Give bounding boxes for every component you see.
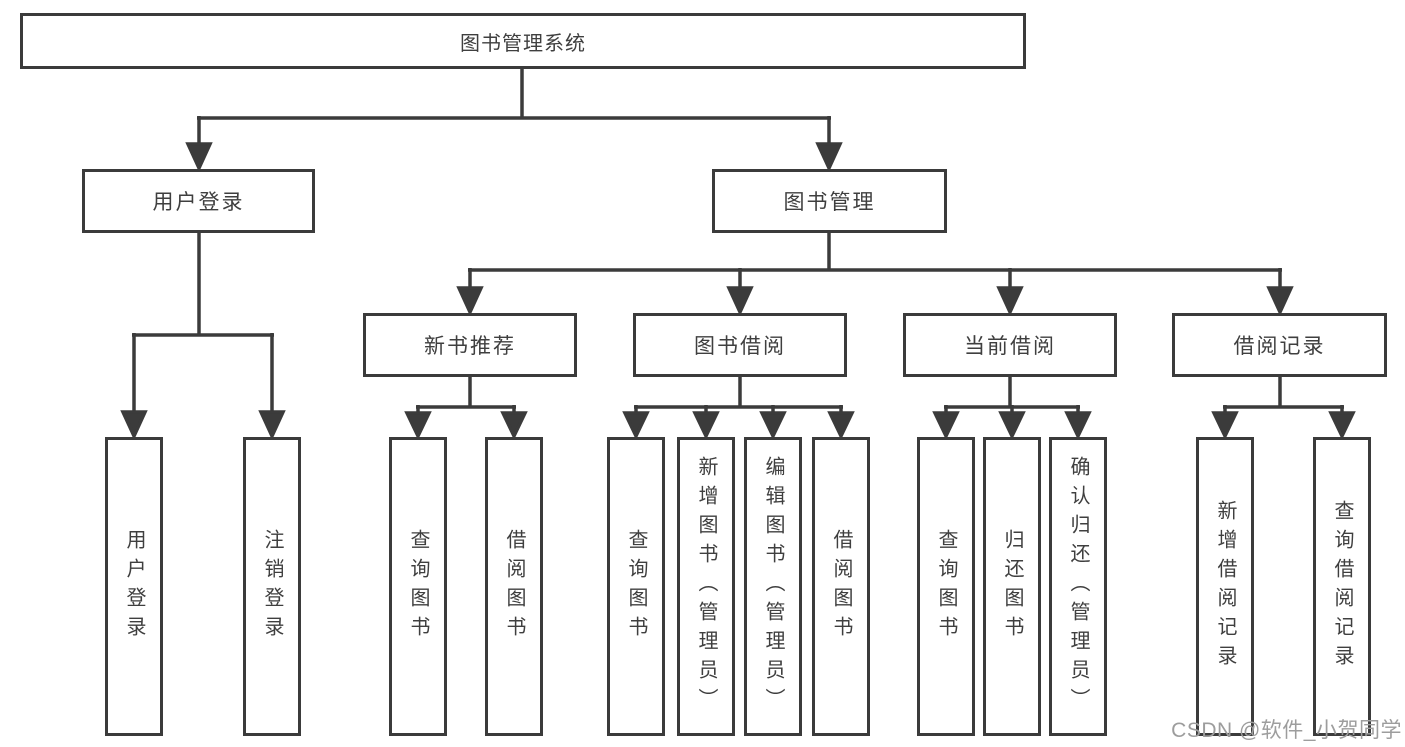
leaf-return-book: 归还图书 — [983, 437, 1041, 736]
leaf-add-book-admin: 新增图书（管理员） — [677, 437, 735, 736]
leaf-confirm-return-admin: 确认归还（管理员） — [1049, 437, 1107, 736]
node-borrow-records: 借阅记录 — [1172, 313, 1387, 377]
node-book-management-label: 图书管理 — [783, 191, 876, 214]
node-user-login-label: 用户登录 — [152, 191, 245, 214]
node-book-management: 图书管理 — [712, 169, 947, 233]
leaf-query-books-current: 查询图书 — [917, 437, 975, 736]
node-book-borrow: 图书借阅 — [633, 313, 847, 377]
leaf-logout: 注销登录 — [243, 437, 301, 736]
leaf-borrow-books: 借阅图书 — [812, 437, 870, 736]
node-new-book-recommend: 新书推荐 — [363, 313, 577, 377]
node-current-borrow: 当前借阅 — [903, 313, 1117, 377]
node-root-label: 图书管理系统 — [460, 32, 586, 55]
leaf-add-borrow-record: 新增借阅记录 — [1196, 437, 1254, 736]
leaf-query-borrow-record: 查询借阅记录 — [1313, 437, 1371, 736]
leaf-user-login: 用户登录 — [105, 437, 163, 736]
node-root: 图书管理系统 — [20, 13, 1026, 69]
leaf-query-books-borrow: 查询图书 — [607, 437, 665, 736]
leaf-borrow-books-recommend: 借阅图书 — [485, 437, 543, 736]
leaf-edit-book-admin: 编辑图书（管理员） — [744, 437, 802, 736]
node-user-login: 用户登录 — [82, 169, 315, 233]
watermark-text: CSDN @软件_小贺同学 — [1171, 719, 1402, 742]
leaf-query-books-recommend: 查询图书 — [389, 437, 447, 736]
